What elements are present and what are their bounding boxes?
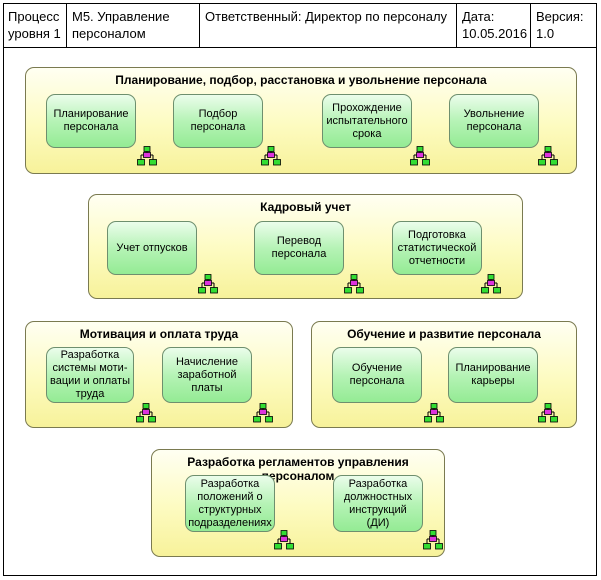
decomposition-icon[interactable] bbox=[273, 530, 295, 550]
process-department-regulations[interactable]: Разработка положений о структурных подра… bbox=[185, 475, 275, 532]
decomposition-icon[interactable] bbox=[252, 403, 274, 423]
process-motivation-system[interactable]: Разработка системы моти- вации и оплаты … bbox=[46, 347, 134, 403]
decomposition-icon[interactable] bbox=[343, 274, 365, 294]
process-dismissal[interactable]: Увольнение персонала bbox=[449, 94, 539, 148]
group-hr-accounting[interactable]: Кадровый учет Учет отпусков Перевод перс… bbox=[88, 194, 523, 299]
decomposition-icon[interactable] bbox=[260, 146, 282, 166]
process-level-cell: Процесс уровня 1 bbox=[3, 3, 67, 47]
decomposition-icon[interactable] bbox=[423, 403, 445, 423]
decomposition-icon[interactable] bbox=[409, 146, 431, 166]
process-name-cell: М5. Управление персоналом bbox=[67, 3, 200, 47]
decomposition-icon[interactable] bbox=[135, 403, 157, 423]
process-job-descriptions[interactable]: Разработка должностных инструкций (ДИ) bbox=[333, 475, 423, 532]
date-cell: Дата: 10.05.2016 bbox=[457, 3, 531, 47]
decomposition-icon[interactable] bbox=[537, 403, 559, 423]
decomposition-icon[interactable] bbox=[480, 274, 502, 294]
process-probation[interactable]: Прохождение испытательного срока bbox=[322, 94, 412, 148]
group-title: Планирование, подбор, расстановка и увол… bbox=[115, 73, 487, 87]
process-planning[interactable]: Планирование персонала bbox=[46, 94, 136, 148]
group-hr-regulations[interactable]: Разработка регламентов управления персон… bbox=[151, 449, 445, 557]
version-cell: Версия: 1.0 bbox=[536, 9, 584, 41]
decomposition-icon[interactable] bbox=[197, 274, 219, 294]
decomposition-icon[interactable] bbox=[537, 146, 559, 166]
decomposition-icon[interactable] bbox=[136, 146, 158, 166]
group-motivation-pay[interactable]: Мотивация и оплата труда Разработка сист… bbox=[25, 321, 293, 428]
process-statistics-reporting[interactable]: Подготовка статистической отчетности bbox=[392, 221, 482, 275]
process-career-planning[interactable]: Планирование карьеры bbox=[448, 347, 538, 403]
process-recruitment[interactable]: Подбор персонала bbox=[173, 94, 263, 148]
process-vacation-accounting[interactable]: Учет отпусков bbox=[107, 221, 197, 275]
owner-cell: Ответственный: Директор по персоналу bbox=[200, 3, 457, 47]
group-title: Мотивация и оплата труда bbox=[79, 327, 239, 341]
group-title: Обучение и развитие персонала bbox=[347, 327, 541, 341]
group-training-development[interactable]: Обучение и развитие персонала Обучение п… bbox=[311, 321, 577, 428]
group-planning-hiring[interactable]: Планирование, подбор, расстановка и увол… bbox=[25, 67, 577, 174]
group-title: Кадровый учет bbox=[260, 200, 351, 214]
group-title: Разработка регламентов управления персон… bbox=[187, 455, 409, 483]
process-payroll[interactable]: Начисление заработной платы bbox=[162, 347, 252, 403]
diagram-header: Процесс уровня 1 М5. Управление персонал… bbox=[3, 3, 597, 48]
decomposition-icon[interactable] bbox=[422, 530, 444, 550]
process-staff-training[interactable]: Обучение персонала bbox=[332, 347, 422, 403]
process-staff-transfer[interactable]: Перевод персонала bbox=[254, 221, 344, 275]
